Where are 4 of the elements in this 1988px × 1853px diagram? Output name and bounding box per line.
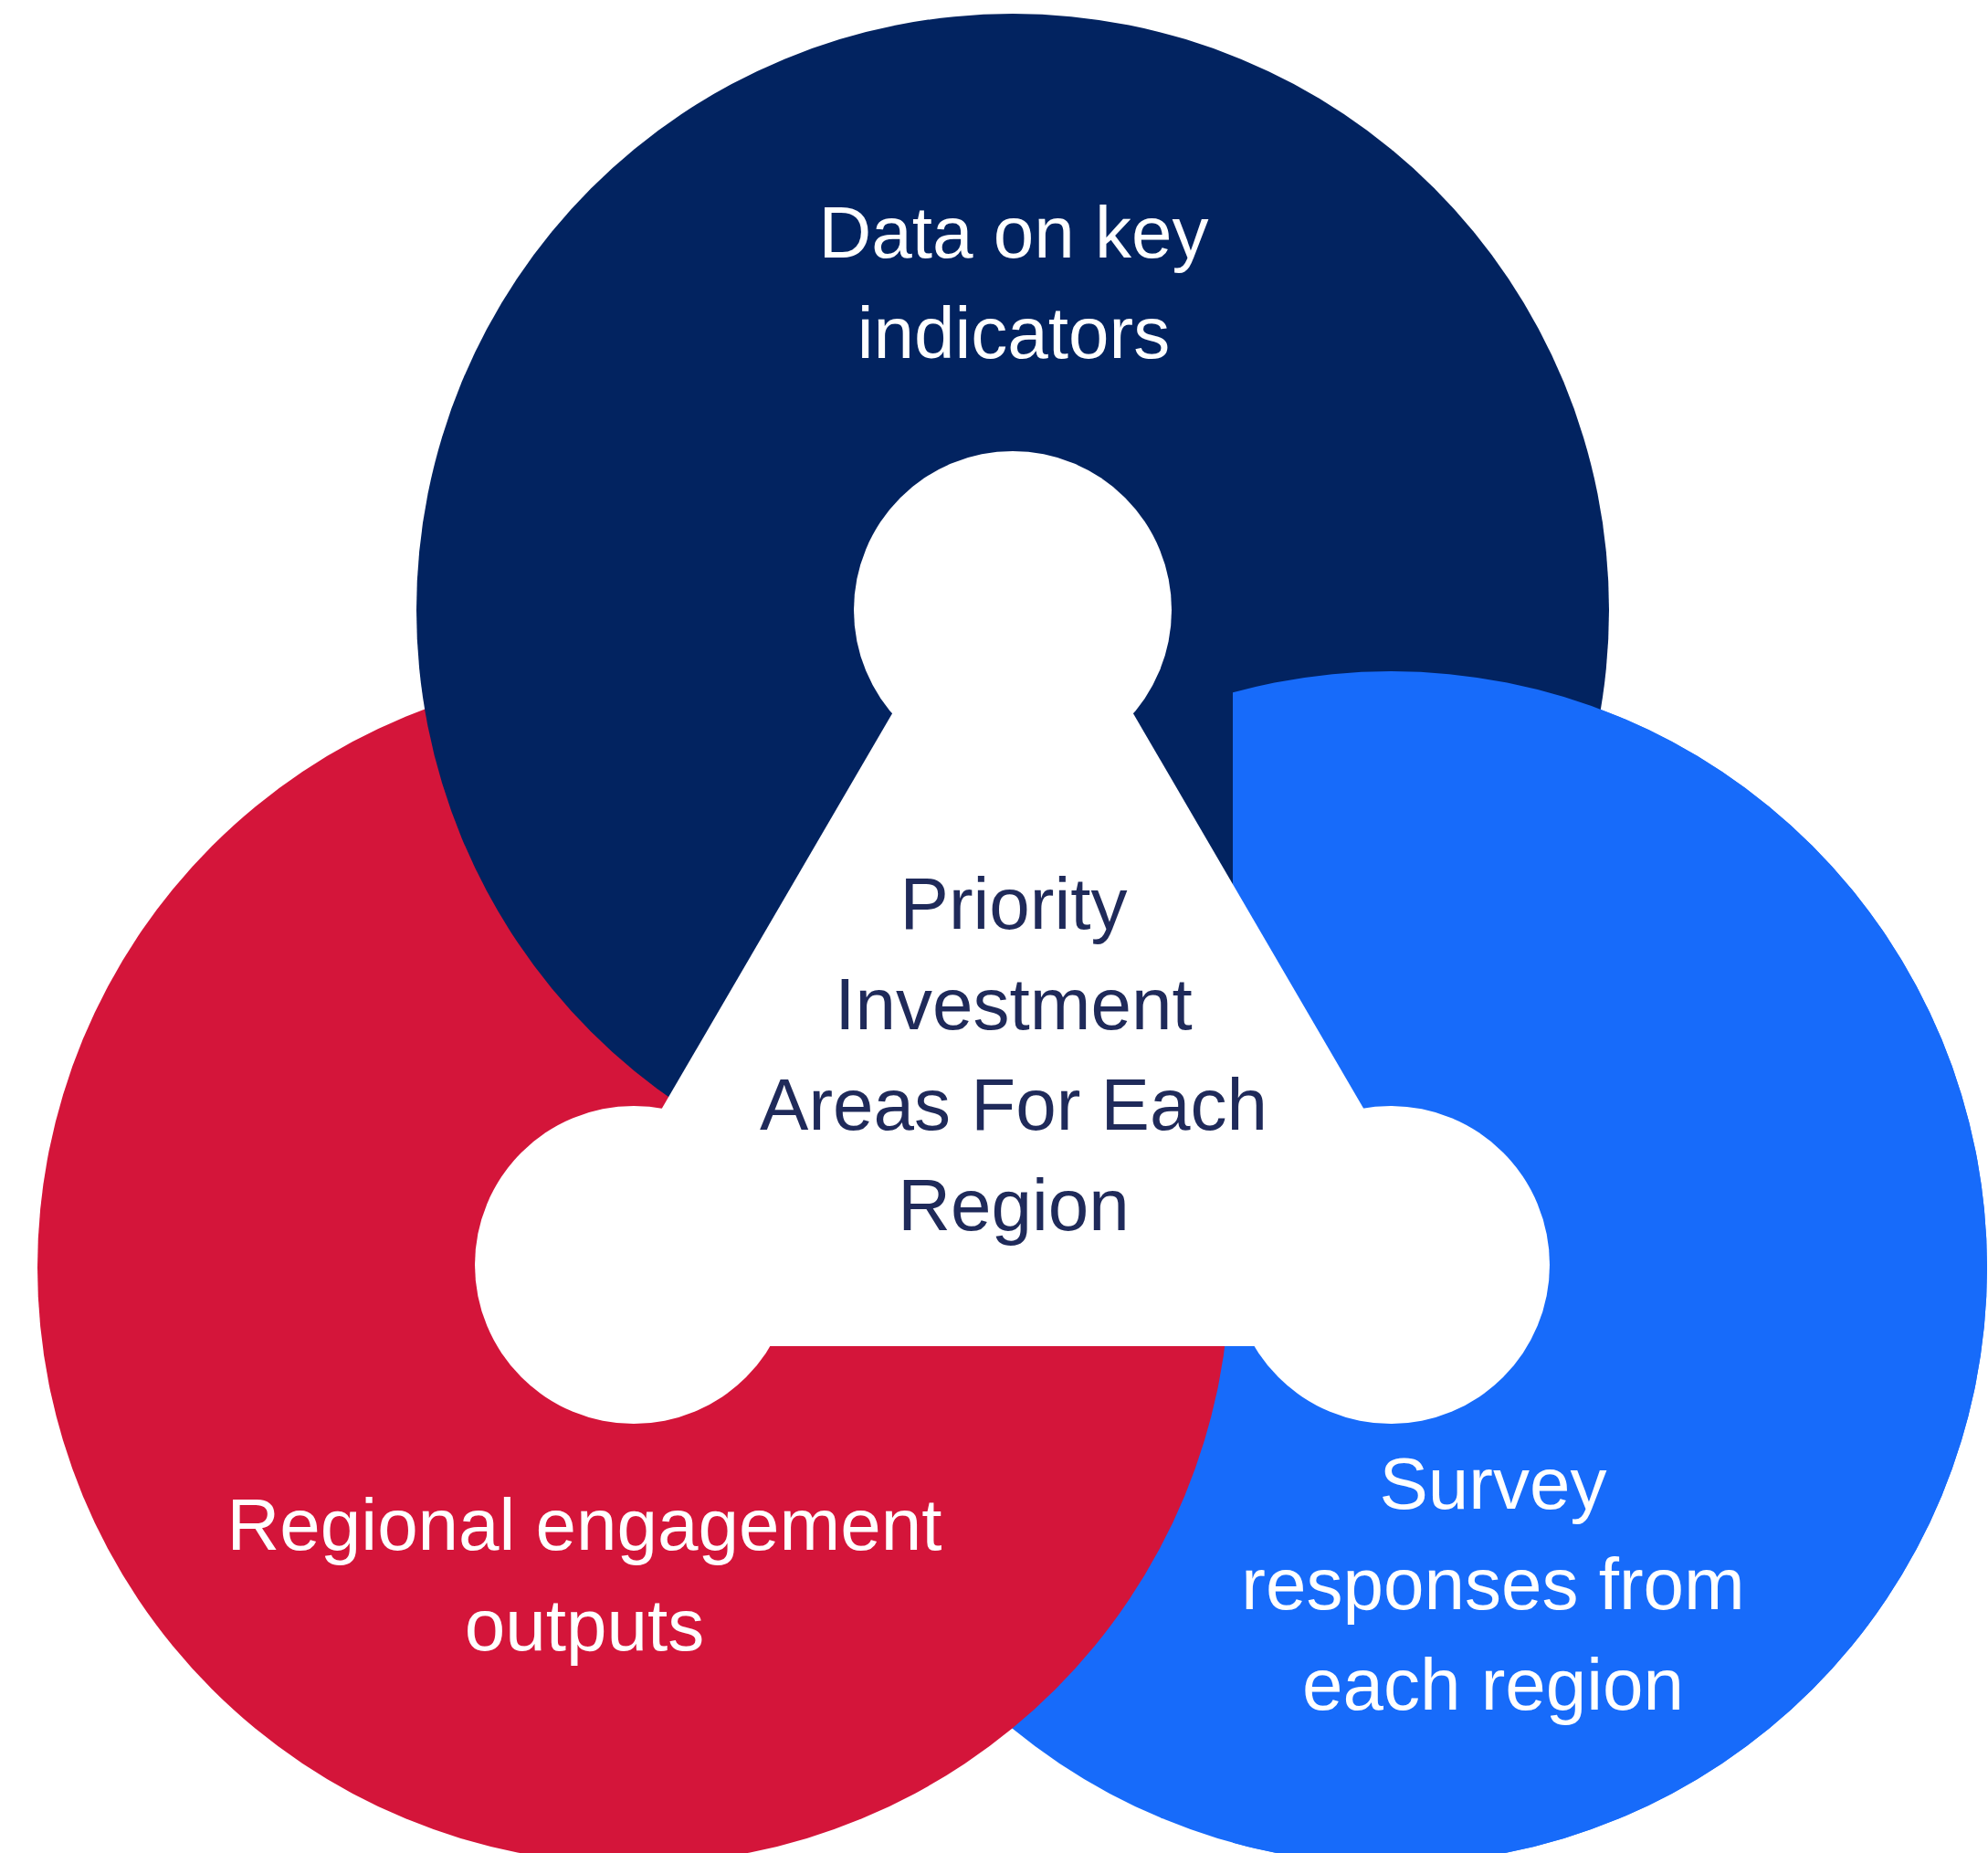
circle-label: Data on key indicators <box>817 191 1210 375</box>
center-label: Priority Investment Areas For Each Region <box>759 862 1268 1248</box>
circle-label: Survey responses from each region <box>1240 1442 1746 1727</box>
circle-label: Regional engagement outputs <box>226 1483 943 1668</box>
